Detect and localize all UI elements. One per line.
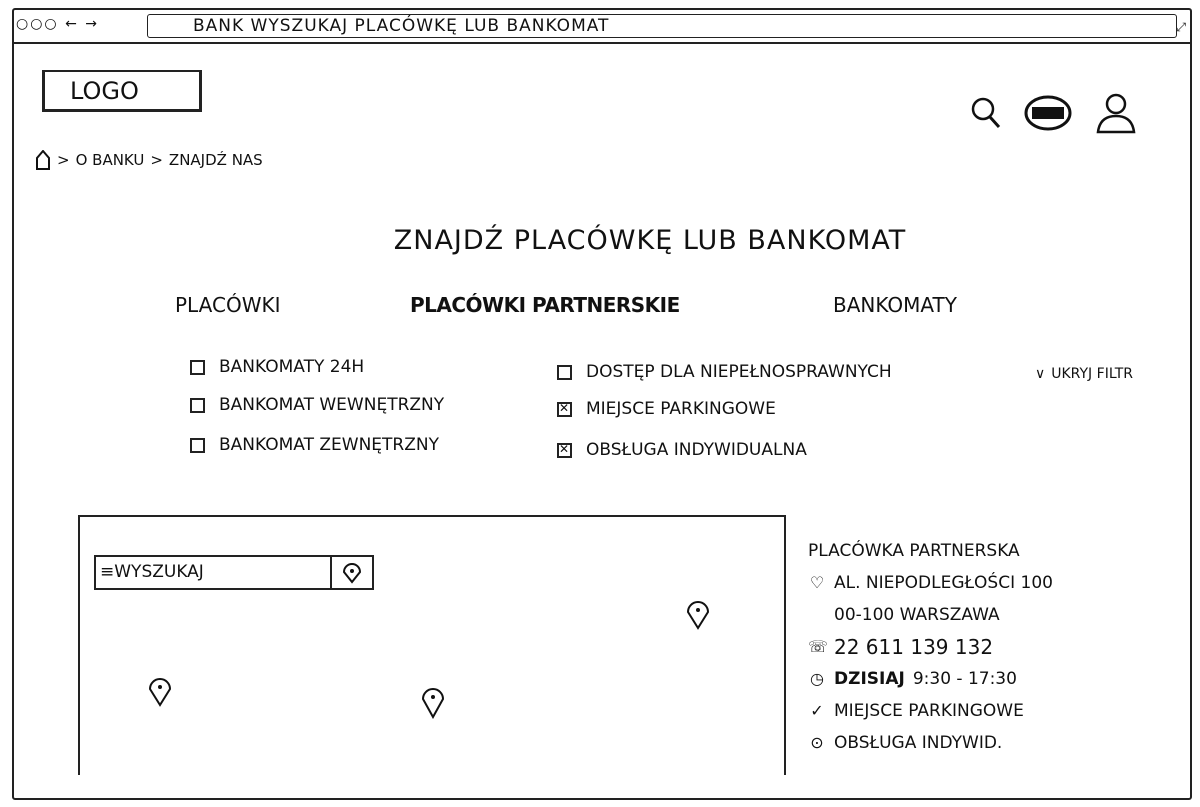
branch-title: PLACÓWKA PARTNERSKA [808, 541, 1020, 561]
branch-details: PLACÓWKA PARTNERSKA ♡ AL. NIEPODLEGŁOŚCI … [808, 535, 1053, 759]
filter-atm-24h[interactable]: BANKOMATY 24H [190, 357, 364, 377]
checkbox[interactable] [190, 437, 205, 453]
person-service-icon: ⊙ [810, 733, 824, 752]
breadcrumb: > O BANKU > ZNAJDŹ NAS [35, 150, 263, 170]
menu-icon[interactable]: ≡ [100, 562, 115, 582]
filter-parking[interactable]: MIEJSCE PARKINGOWE [557, 399, 776, 419]
filter-label: BANKOMAT WEWNĘTRZNY [219, 395, 445, 415]
branch-address: AL. NIEPODLEGŁOŚCI 100 [834, 573, 1053, 593]
logo[interactable]: LOGO [42, 70, 202, 112]
checkbox[interactable] [557, 364, 572, 380]
filter-atm-internal[interactable]: BANKOMAT WEWNĘTRZNY [190, 395, 444, 415]
browser-window [12, 8, 1192, 800]
feature-individual-service: OBSŁUGA INDYWID. [834, 733, 1003, 753]
filter-label: OBSŁUGA INDYWIDUALNA [586, 440, 807, 460]
filter-accessibility[interactable]: DOSTĘP DLA NIEPEŁNOSPRAWNYCH [557, 362, 892, 382]
locate-button[interactable] [330, 557, 372, 588]
window-controls[interactable]: ○○○ ← → [16, 16, 100, 32]
breadcrumb-separator: > [150, 151, 163, 169]
map-pin-icon[interactable] [147, 677, 173, 707]
card-icon[interactable] [1024, 95, 1072, 131]
filter-atm-external[interactable]: BANKOMAT ZEWNĘTRZNY [190, 435, 439, 455]
map-search-input[interactable]: ≡WYSZUKAJ [96, 557, 330, 588]
hours-label: DZISIAJ [834, 669, 905, 689]
resize-icon[interactable]: ⤢ [1176, 20, 1186, 34]
checkbox-checked[interactable] [557, 442, 572, 458]
branch-city: 00-100 WARSZAWA [834, 605, 1000, 625]
hide-filter-button[interactable]: ∨ UKRYJ FILTR [1035, 367, 1155, 382]
page-title: ZNAJDŹ PLACÓWKĘ LUB BANKOMAT [393, 225, 907, 256]
map[interactable]: ≡WYSZUKAJ [78, 515, 786, 775]
hide-filter-label: UKRYJ FILTR [1051, 366, 1133, 382]
location-pin-icon [342, 562, 362, 584]
breadcrumb-separator: > [57, 151, 70, 169]
clock-icon: ◷ [810, 669, 824, 688]
browser-toolbar: ○○○ ← → BANK WYSZUKAJ PLACÓWKĘ LUB BANKO… [12, 8, 1192, 44]
map-search: ≡WYSZUKAJ [94, 555, 374, 590]
branch-phone[interactable]: 22 611 139 132 [834, 635, 994, 659]
search-placeholder: WYSZUKAJ [114, 562, 204, 582]
tab-partner-branches[interactable]: PLACÓWKI PARTNERSKIE [410, 293, 680, 317]
address-bar[interactable]: BANK WYSZUKAJ PLACÓWKĘ LUB BANKOMAT [147, 14, 1177, 38]
phone-icon: ☏ [808, 637, 829, 656]
tab-atms[interactable]: BANKOMATY [833, 293, 957, 317]
filter-label: MIEJSCE PARKINGOWE [586, 399, 776, 419]
filter-label: DOSTĘP DLA NIEPEŁNOSPRAWNYCH [586, 362, 892, 382]
filter-label: BANKOMATY 24H [219, 357, 365, 377]
feature-parking: MIEJSCE PARKINGOWE [834, 701, 1024, 721]
filter-individual-service[interactable]: OBSŁUGA INDYWIDUALNA [557, 440, 807, 460]
user-icon[interactable] [1094, 92, 1138, 134]
check-icon: ✓ [810, 701, 824, 720]
search-icon[interactable] [970, 96, 1002, 130]
chevron-down-icon: ∨ [1035, 366, 1046, 382]
checkbox[interactable] [190, 397, 205, 413]
location-pin-icon: ♡ [809, 573, 825, 592]
checkbox[interactable] [190, 359, 205, 375]
map-pin-icon[interactable] [685, 600, 711, 630]
breadcrumb-item-about[interactable]: O BANKU [75, 151, 145, 169]
branch-hours: 9:30 - 17:30 [912, 669, 1017, 689]
filter-label: BANKOMAT ZEWNĘTRZNY [219, 435, 439, 455]
tab-branches[interactable]: PLACÓWKI [175, 293, 281, 317]
checkbox-checked[interactable] [557, 401, 572, 417]
header-icons [970, 92, 1138, 134]
map-pin-icon[interactable] [420, 685, 446, 719]
home-icon[interactable] [35, 150, 51, 170]
breadcrumb-item-current: ZNAJDŹ NAS [168, 151, 263, 169]
